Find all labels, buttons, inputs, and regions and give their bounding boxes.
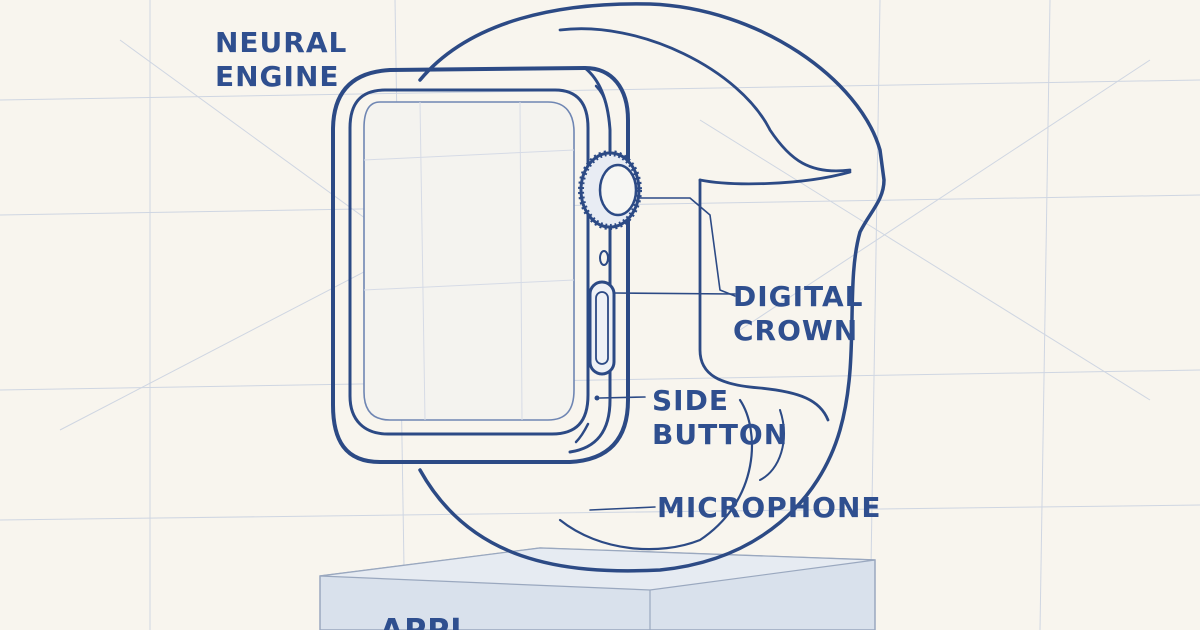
microphone-label: MICROPHONE xyxy=(657,491,882,524)
watch-case xyxy=(331,66,630,464)
pedestal: APPL xyxy=(319,547,876,630)
neural-engine-label-line2: ENGINE xyxy=(215,60,340,93)
leader-lines xyxy=(589,197,736,511)
case-outer xyxy=(331,66,630,464)
screen xyxy=(363,101,575,421)
case-details xyxy=(574,84,616,444)
pedestal-label: APPL xyxy=(380,613,470,630)
watch-band xyxy=(418,2,886,573)
side-button-label-line2: BUTTON xyxy=(652,418,788,451)
side-button xyxy=(588,280,616,376)
digital-crown-label-line2: CROWN xyxy=(733,314,858,347)
side-button-label-line1: SIDE xyxy=(652,384,729,417)
screen-bezel xyxy=(348,88,590,436)
callout-labels: NEURAL ENGINE DIGITAL CROWN SIDE BUTTON … xyxy=(215,26,882,524)
neural-engine-label-line1: NEURAL xyxy=(215,26,347,59)
microphone-port xyxy=(594,395,600,401)
digital-crown-label-line1: DIGITAL xyxy=(733,280,864,313)
digital-crown xyxy=(578,150,642,230)
